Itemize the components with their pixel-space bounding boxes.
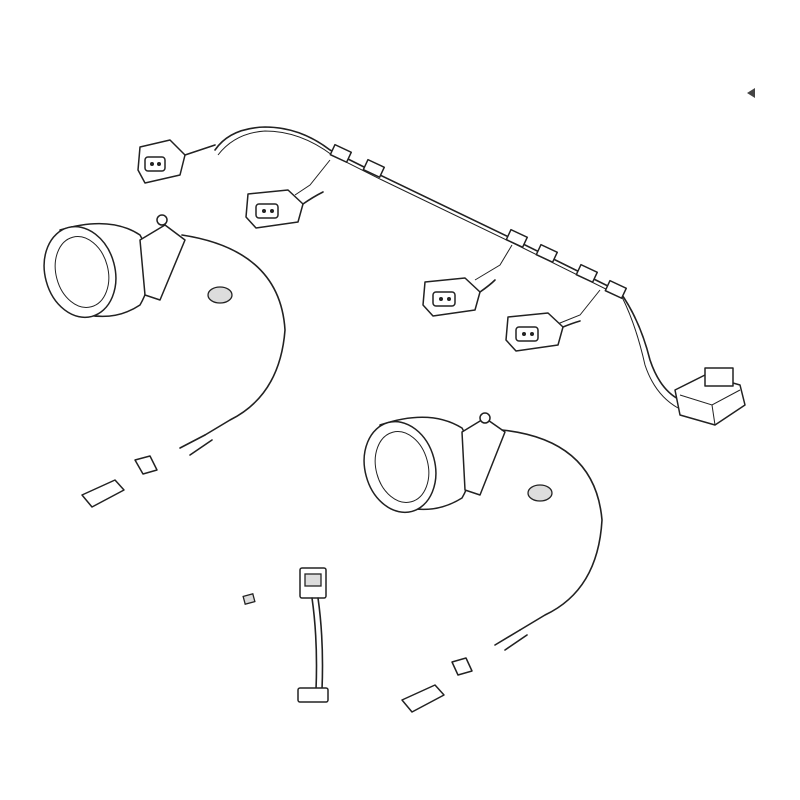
connector-housing (401, 684, 445, 713)
grommet (527, 484, 553, 502)
harness-connector (137, 139, 216, 184)
fog-lamp-switch (297, 567, 329, 703)
terminal-clip (134, 455, 158, 475)
wiring-harness (214, 126, 681, 409)
harness-connector (422, 277, 496, 317)
harness-connector (245, 189, 324, 229)
terminal-clip (451, 657, 473, 676)
connector-housing (81, 479, 125, 508)
relay-box (674, 367, 746, 426)
harness-connector (505, 312, 581, 352)
fog-lamp (363, 412, 603, 651)
fog-lamp (43, 214, 286, 456)
left-triangle-icon[interactable] (747, 88, 755, 98)
switch-clip (242, 593, 256, 605)
grommet (207, 286, 233, 304)
